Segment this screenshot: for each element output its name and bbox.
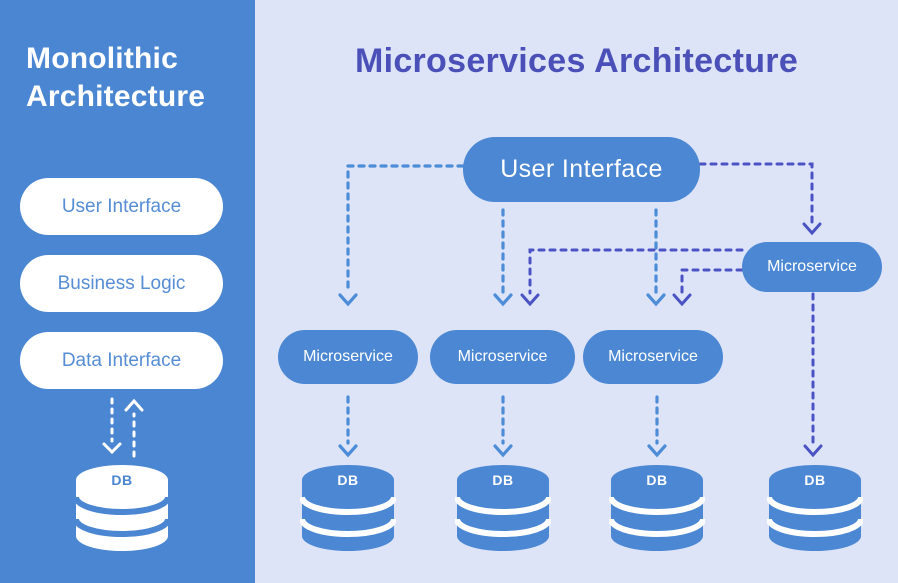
monolith-box-business-logic: Business Logic: [20, 255, 223, 312]
monolith-box-label: Data Interface: [61, 349, 182, 371]
database-icon: DB: [73, 465, 171, 551]
microservices-panel: Microservices Architecture: [255, 0, 898, 583]
monolith-box-label: Business Logic: [57, 272, 186, 294]
db-cylinder-4: DB: [766, 463, 864, 555]
ms2-dark-arrowhead-icon: [520, 293, 540, 307]
microservice-node-3: Microservice: [583, 330, 723, 384]
db-label: DB: [492, 472, 513, 488]
db-cylinder-1: DB: [299, 463, 397, 555]
monolith-box-data-interface: Data Interface: [20, 332, 223, 389]
microservice-label: Microservice: [303, 348, 393, 365]
ui-to-ms1-dashed-line: [346, 164, 465, 295]
ms3-arrowhead-icon: [646, 293, 666, 307]
db-label: DB: [111, 472, 132, 488]
db-label: DB: [337, 472, 358, 488]
down-arrowhead-icon: [102, 442, 122, 455]
monolith-db-cylinder-icon: DB: [73, 463, 171, 555]
microservice-label: Microservice: [608, 348, 698, 365]
database-icon: DB: [299, 465, 397, 551]
db1-arrowhead-icon: [338, 444, 358, 458]
ui-to-side-ms-dashed-line: [698, 162, 814, 224]
side-ms-arrowhead-icon: [802, 222, 822, 236]
microservices-connectors: [338, 162, 823, 458]
microservice-side-node: Microservice: [742, 242, 882, 292]
database-icon: DB: [454, 465, 552, 551]
db4-arrowhead-icon: [803, 444, 823, 458]
db-label: DB: [646, 472, 667, 488]
db-label: DB: [804, 472, 825, 488]
monolith-connectors: [102, 397, 144, 458]
user-interface-node: User Interface: [463, 137, 700, 202]
ms3-dark-arrowhead-icon: [672, 293, 692, 307]
db2-arrowhead-icon: [493, 444, 513, 458]
up-arrowhead-icon: [124, 398, 144, 412]
db3-arrowhead-icon: [647, 444, 667, 458]
side-ms-to-ms2-dashed-line: [528, 248, 744, 295]
monolithic-panel: Monolithic Architecture User Interface B…: [0, 0, 255, 583]
side-ms-to-ms3-dashed-line: [680, 268, 744, 295]
microservice-label: Microservice: [767, 258, 857, 275]
monolithic-title: Monolithic Architecture: [26, 42, 206, 114]
db-cylinder-2: DB: [454, 463, 552, 555]
monolith-box-user-interface: User Interface: [20, 178, 223, 235]
microservice-node-1: Microservice: [278, 330, 418, 384]
microservices-title: Microservices Architecture: [354, 42, 799, 80]
db-cylinder-3: DB: [608, 463, 706, 555]
monolith-box-label: User Interface: [61, 195, 182, 217]
database-icon: DB: [608, 465, 706, 551]
database-icon: DB: [766, 465, 864, 551]
ms1-arrowhead-icon: [338, 293, 358, 307]
ms2-arrowhead-icon: [493, 293, 513, 307]
user-interface-label: User Interface: [500, 155, 663, 183]
microservice-node-2: Microservice: [430, 330, 575, 384]
microservice-label: Microservice: [457, 348, 548, 365]
